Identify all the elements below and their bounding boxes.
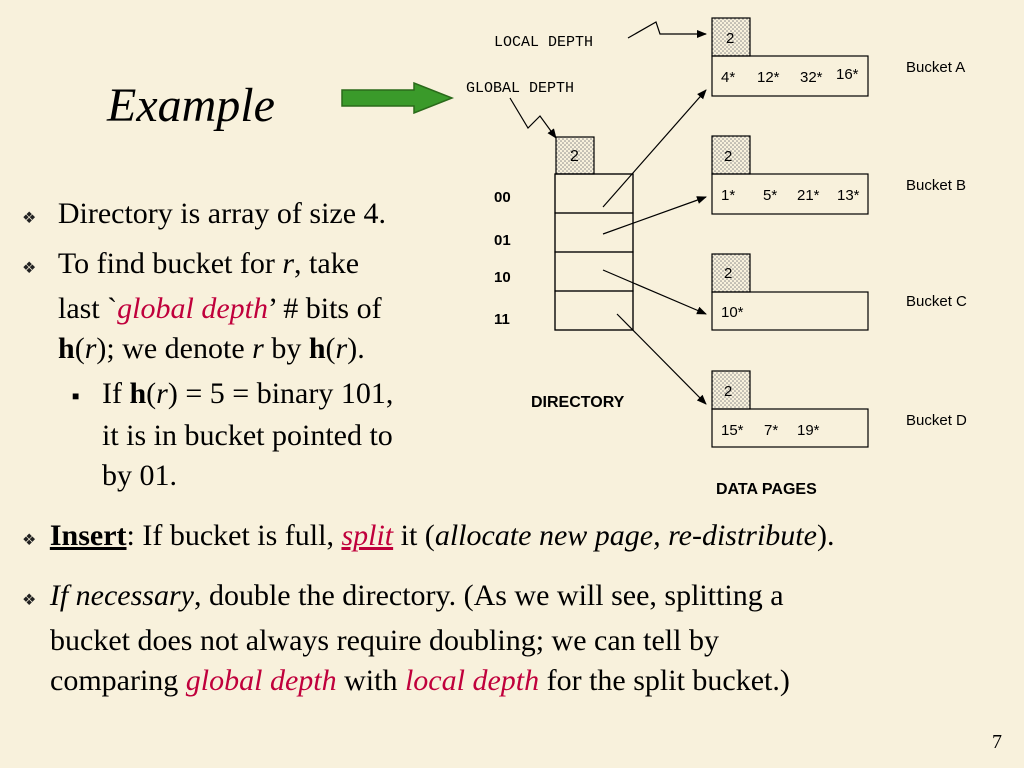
global-depth-pointer bbox=[509, 97, 557, 139]
bullet-if-necessary: ❖ If necessary, double the directory. (A… bbox=[22, 579, 790, 697]
svg-text:2: 2 bbox=[724, 265, 732, 282]
green-arrow-icon bbox=[341, 82, 455, 114]
diamond-bullet-icon: ❖ bbox=[22, 260, 37, 277]
bucket-c-label: Bucket C bbox=[906, 293, 967, 310]
pointer-11-to-d bbox=[616, 313, 707, 405]
directory-label: DIRECTORY bbox=[531, 394, 625, 411]
svg-text:10*: 10* bbox=[721, 304, 744, 321]
data-pages-label: DATA PAGES bbox=[716, 481, 817, 498]
global-depth-value: 2 bbox=[570, 148, 579, 165]
svg-text:5*: 5* bbox=[763, 187, 777, 204]
dir-label-01: 01 bbox=[494, 232, 511, 249]
subbullet-example: ■If h(r) = 5 = binary 101, it is in buck… bbox=[72, 377, 394, 493]
local-depth-label: LOCAL DEPTH bbox=[494, 34, 593, 51]
square-bullet-icon: ■ bbox=[72, 389, 80, 404]
directory-slot bbox=[554, 212, 634, 253]
dir-label-11: 11 bbox=[494, 311, 510, 328]
svg-text:32*: 32* bbox=[800, 69, 823, 86]
bucket-a-label: Bucket A bbox=[906, 59, 965, 76]
svg-text:4*: 4* bbox=[721, 69, 735, 86]
svg-text:1*: 1* bbox=[721, 187, 735, 204]
pointer-00-to-a bbox=[602, 89, 707, 208]
svg-text:2: 2 bbox=[726, 30, 734, 47]
bucket-page bbox=[711, 55, 869, 97]
svg-text:2: 2 bbox=[724, 383, 732, 400]
directory-slot bbox=[554, 251, 634, 292]
bucket-page bbox=[711, 173, 869, 215]
directory bbox=[554, 173, 634, 331]
svg-text:19*: 19* bbox=[797, 422, 820, 439]
dir-label-00: 00 bbox=[494, 189, 511, 206]
bucket-b-label: Bucket B bbox=[906, 177, 966, 194]
bucket-page bbox=[711, 408, 869, 448]
svg-text:15*: 15* bbox=[721, 422, 744, 439]
local-depth-box bbox=[711, 135, 751, 175]
svg-text:16*: 16* bbox=[836, 66, 859, 83]
diamond-bullet-icon: ❖ bbox=[22, 532, 37, 549]
slide-title: Example bbox=[107, 79, 275, 132]
page-number: 7 bbox=[992, 731, 1002, 753]
bullet-find-bucket: ❖ To find bucket for r, take last `globa… bbox=[22, 247, 382, 365]
svg-text:7*: 7* bbox=[764, 422, 778, 439]
bucket-page bbox=[711, 291, 869, 331]
bucket-d-label: Bucket D bbox=[906, 412, 967, 429]
local-depth-box bbox=[711, 370, 751, 410]
diamond-bullet-icon: ❖ bbox=[22, 592, 37, 609]
bucket-d: 2 15* 7* 19* bbox=[711, 370, 869, 448]
bullet-directory-size: ❖ Directory is array of size 4. bbox=[22, 197, 387, 230]
svg-text:13*: 13* bbox=[837, 187, 860, 204]
local-depth-box bbox=[711, 17, 751, 57]
pointer-10-to-c bbox=[602, 269, 707, 315]
bucket-b: 2 1* 5* 21* 13* bbox=[711, 135, 869, 215]
bucket-a: 2 4* 12* 32* 16* bbox=[711, 17, 869, 97]
local-depth-pointer bbox=[627, 21, 707, 39]
dir-label-10: 10 bbox=[494, 269, 511, 286]
bucket-c: 2 10* bbox=[711, 253, 869, 331]
directory-slot bbox=[554, 173, 634, 214]
svg-text:21*: 21* bbox=[797, 187, 820, 204]
pointer-01-to-b bbox=[602, 196, 707, 235]
svg-text:2: 2 bbox=[724, 148, 732, 165]
bullet-insert: ❖ Insert: If bucket is full, split it (a… bbox=[22, 519, 835, 552]
directory-slot bbox=[554, 290, 634, 331]
svg-text:12*: 12* bbox=[757, 69, 780, 86]
global-depth-box bbox=[555, 136, 595, 175]
diamond-bullet-icon: ❖ bbox=[22, 210, 37, 227]
global-depth-label: GLOBAL DEPTH bbox=[466, 80, 574, 97]
